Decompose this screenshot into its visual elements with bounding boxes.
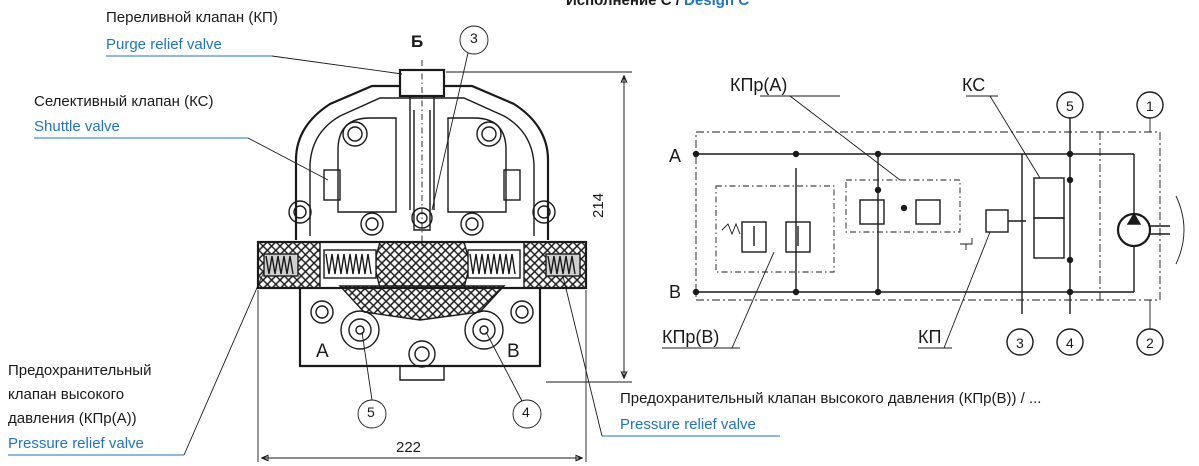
prv-a-label-ru-3: давления (КПр(A)) bbox=[8, 410, 137, 427]
lower-bolts bbox=[310, 300, 534, 368]
schematic-ks-label: КС bbox=[962, 75, 986, 95]
schematic-port-2: 2 bbox=[1146, 335, 1154, 351]
ks-shuttle-valve bbox=[1033, 177, 1065, 219]
kpr-b-box bbox=[845, 179, 961, 233]
purge-valve-label-ru: Переливной клапан (КП) bbox=[106, 9, 278, 26]
schematic-line-a-label: A bbox=[669, 146, 682, 166]
prv-b-label-en: Pressure relief valve bbox=[620, 416, 756, 433]
hydraulic-motor-symbol bbox=[1116, 212, 1152, 248]
schematic-port-5: 5 bbox=[1066, 98, 1074, 114]
view-b-label: Б bbox=[411, 32, 424, 51]
purge-leader bbox=[271, 55, 403, 75]
prv-a-label-ru-1: Предохранительный bbox=[8, 362, 152, 379]
prv-a-leader bbox=[183, 257, 271, 456]
height-dimension: 214 bbox=[590, 192, 607, 218]
drawing-callout-5: 5 bbox=[367, 404, 375, 420]
port-b-label: B bbox=[507, 341, 520, 362]
schematic-port-circles bbox=[1006, 91, 1164, 356]
schematic-kpr-b-label: КПр(B) bbox=[662, 327, 720, 347]
design-title-ru: Исполнение С bbox=[566, 0, 672, 9]
design-title: Исполнение С / Design C bbox=[566, 0, 749, 10]
width-dimension: 222 bbox=[396, 439, 422, 456]
left-spring-assembly bbox=[263, 249, 377, 279]
prv-b-label-ru: Предохранительный клапан высокого давлен… bbox=[620, 390, 1042, 407]
port-a-label: A bbox=[316, 341, 329, 362]
shuttle-leader bbox=[247, 137, 329, 181]
drawing-callout-3: 3 bbox=[470, 30, 478, 46]
schematic-frame bbox=[695, 131, 1161, 301]
schematic-line-b-label: B bbox=[669, 282, 682, 302]
upper-housing bbox=[294, 84, 550, 240]
shuttle-valve-label-en: Shuttle valve bbox=[34, 118, 120, 135]
schematic-kp-label: КП bbox=[918, 327, 942, 347]
shuttle-valve-label-ru: Селективный клапан (КС) bbox=[34, 93, 214, 110]
schematic-kpr-a-label: КПр(A) bbox=[730, 75, 788, 95]
kpr-a-box bbox=[715, 185, 835, 273]
top-nut bbox=[398, 68, 446, 98]
lower-housing bbox=[298, 288, 542, 368]
kp-valve-symbol bbox=[985, 209, 1009, 233]
upper-bolts bbox=[288, 121, 556, 236]
design-title-en: Design C bbox=[684, 0, 750, 9]
schematic-port-3: 3 bbox=[1016, 335, 1024, 351]
schematic-port-1: 1 bbox=[1146, 98, 1154, 114]
junction-dots bbox=[692, 150, 1074, 296]
cross-section-body bbox=[256, 240, 588, 290]
schematic-port-4: 4 bbox=[1066, 335, 1074, 351]
prv-a-label-en: Pressure relief valve bbox=[8, 435, 144, 452]
prv-a-label-ru-2: клапан высокого bbox=[8, 386, 125, 403]
right-spring-assembly bbox=[467, 249, 581, 279]
drawing-callout-4: 4 bbox=[522, 404, 530, 420]
design-title-sep: / bbox=[671, 0, 685, 9]
prv-b-leader bbox=[559, 263, 603, 437]
purge-valve-label-en: Purge relief valve bbox=[106, 36, 222, 53]
